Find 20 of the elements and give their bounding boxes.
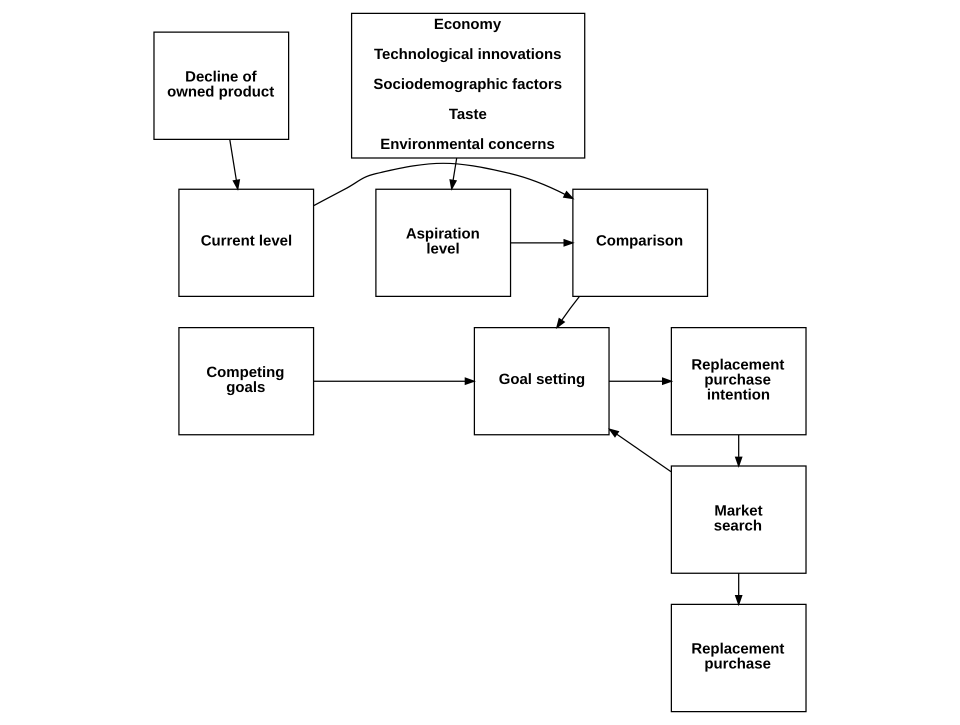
node-box: Comparison	[572, 188, 708, 298]
arrow	[556, 296, 580, 330]
node-box: Market search	[670, 465, 807, 574]
arrow	[609, 377, 674, 386]
node-box: Replacement purchase	[670, 604, 807, 712]
arrow	[449, 158, 458, 191]
node-box: Replacement purchase intention	[670, 326, 807, 436]
node-box: Economy Technological innovations Sociodemographic factors Taste Environmental concerns	[350, 12, 586, 159]
arrow	[734, 434, 743, 468]
node-box: Competing goals	[178, 326, 314, 436]
arrow	[510, 238, 575, 247]
node-box: Decline of owned product	[153, 32, 290, 140]
arrow	[608, 428, 672, 472]
arrow	[314, 162, 575, 206]
arrow	[734, 573, 743, 606]
node-box: Current level	[178, 188, 314, 298]
arrow	[229, 140, 240, 191]
node-box: Goal setting	[474, 326, 610, 436]
arrow	[314, 377, 476, 386]
node-box: Aspiration level	[375, 188, 512, 298]
